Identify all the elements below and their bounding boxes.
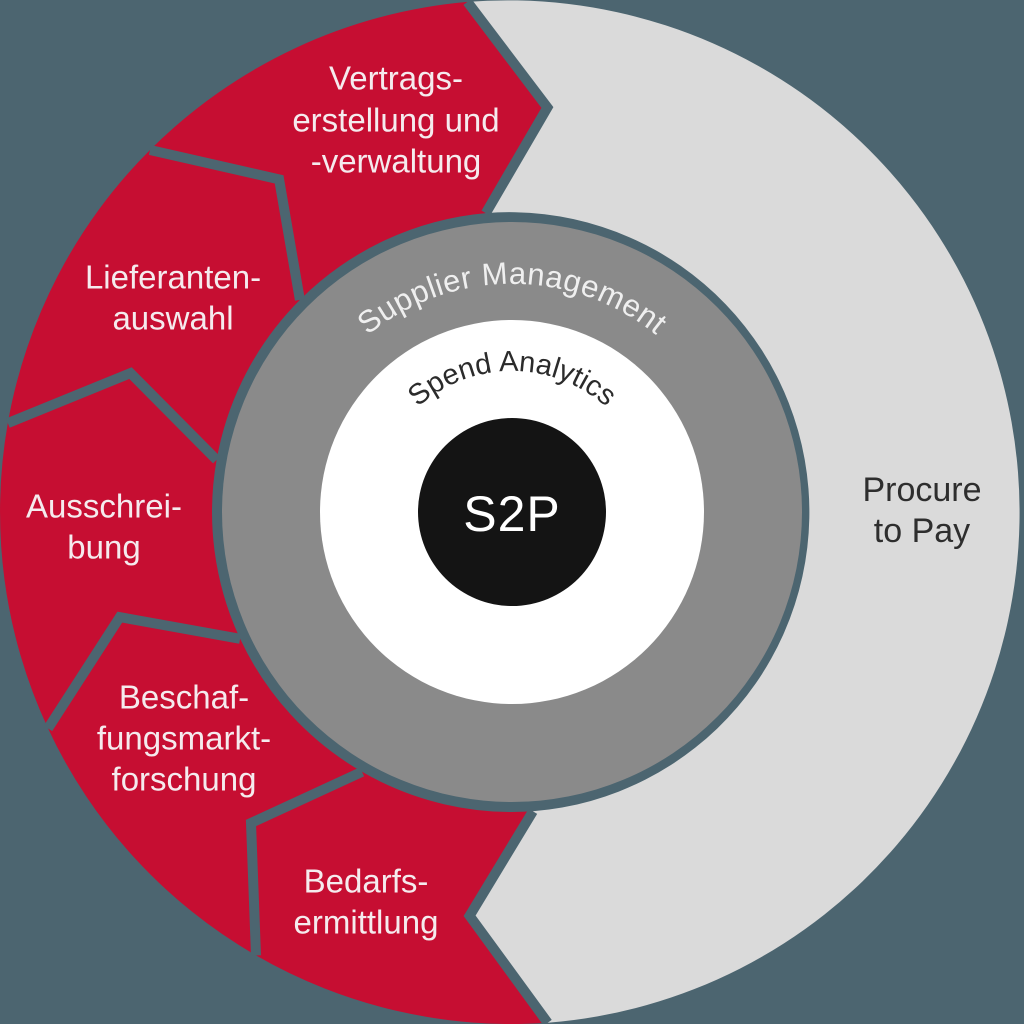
lieferantenauswahl-label-line1: Lieferanten- bbox=[85, 259, 261, 296]
beschaffungsmarktforschung-label-line3: forschung bbox=[112, 761, 257, 798]
segment-ausschreibung bbox=[0, 373, 241, 729]
segment-divider bbox=[5, 367, 221, 464]
ausschreibung-label-line2: bung bbox=[67, 529, 140, 566]
s2p-center-label: S2P bbox=[463, 486, 561, 542]
procure-to-pay-arrow bbox=[467, 0, 1020, 1023]
procure-to-pay-label-line1: Procure bbox=[862, 471, 981, 509]
segment-divider bbox=[245, 767, 365, 956]
segment-divider bbox=[43, 611, 241, 732]
segment-vertragserstellung bbox=[150, 1, 548, 300]
vertragserstellung-label-line2: erstellung und bbox=[292, 102, 499, 139]
ausschreibung-label-line1: Ausschrei- bbox=[26, 488, 182, 525]
s2p-center-circle bbox=[418, 418, 606, 606]
procure-to-pay-label-line2: to Pay bbox=[874, 512, 970, 550]
segment-bedarfsermittlung bbox=[251, 771, 548, 1024]
segment-divider bbox=[463, 0, 554, 216]
beschaffungsmarktforschung-label-line1: Beschaf- bbox=[119, 679, 249, 716]
bedarfsermittlung-label-line1: Bedarfs- bbox=[304, 863, 429, 900]
segment-lieferantenauswahl bbox=[7, 150, 300, 460]
segment-divider bbox=[463, 808, 552, 1024]
vertragserstellung-label-line1: Vertrags- bbox=[329, 60, 463, 97]
segment-divider bbox=[148, 145, 305, 301]
bedarfsermittlung-label-line2: ermittlung bbox=[294, 904, 439, 941]
lieferantenauswahl-label-line2: auswahl bbox=[112, 300, 233, 337]
segment-beschaffungsmarktforschung bbox=[48, 617, 362, 956]
beschaffungsmarktforschung-label-line2: fungsmarkt- bbox=[97, 720, 271, 757]
vertragserstellung-label-line3: -verwaltung bbox=[311, 143, 482, 180]
